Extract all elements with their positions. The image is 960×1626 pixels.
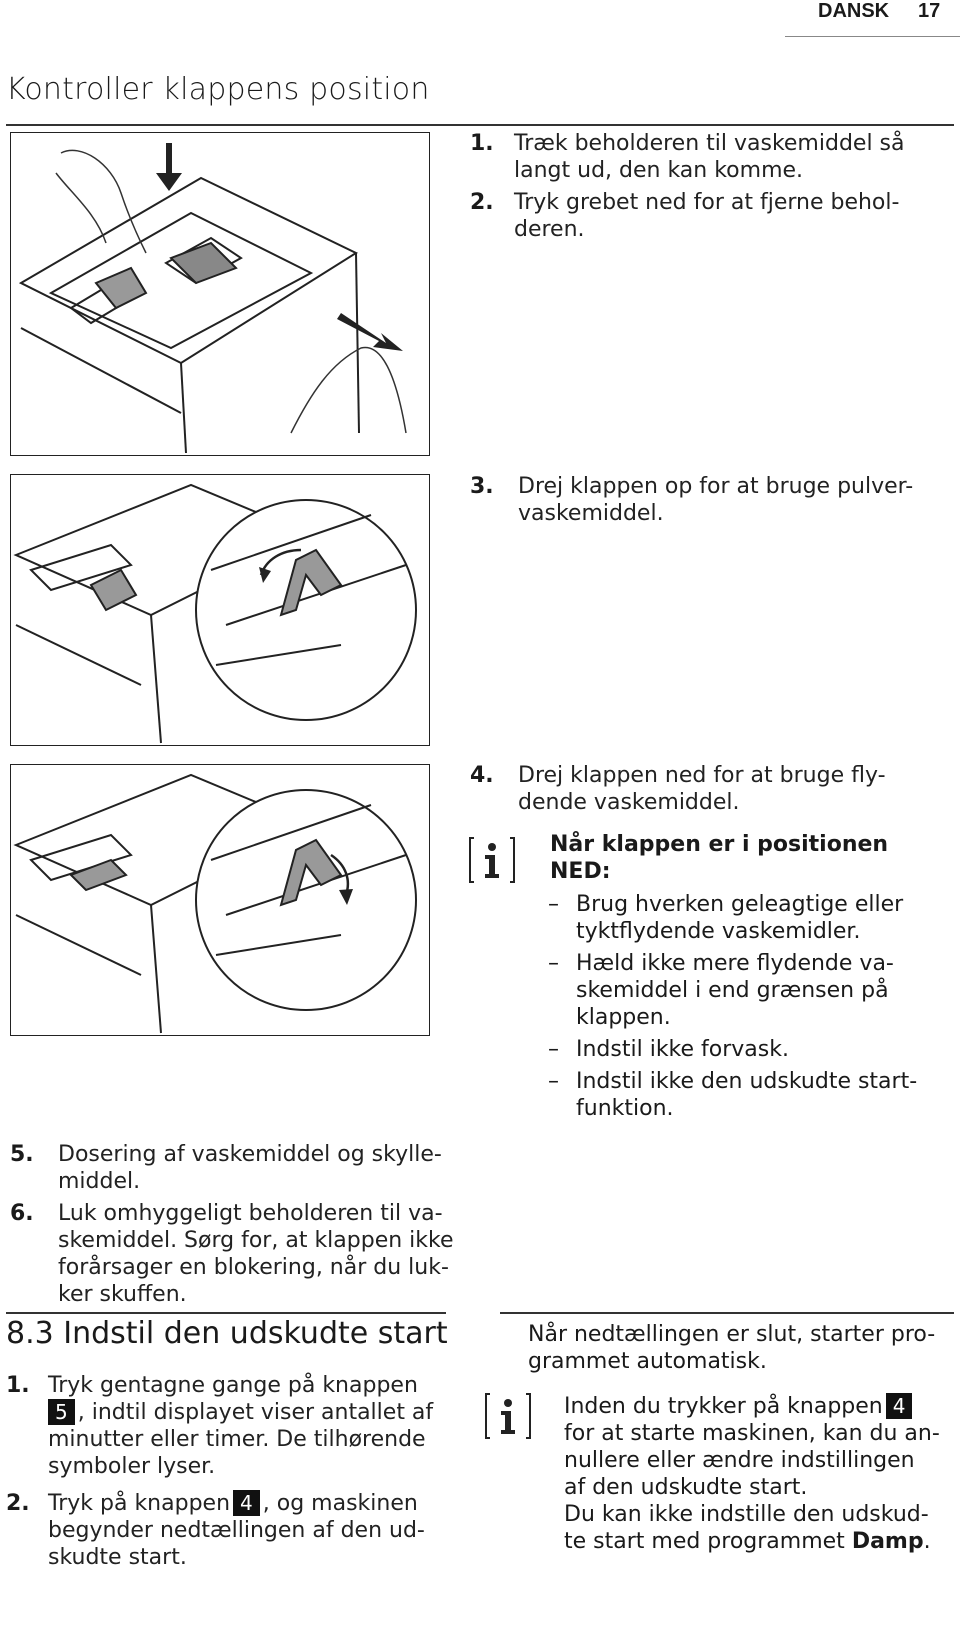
bullet-line: skemiddel i end grænsen på — [576, 978, 889, 1003]
step-text: Luk omhyggeligt beholderen til va- skemi… — [58, 1200, 454, 1308]
note-title: Når klappen er i positionen NED: — [550, 831, 888, 885]
text-line: Når nedtællingen er slut, starter pro- — [528, 1322, 936, 1347]
info-icon — [484, 1392, 532, 1440]
step-line: begynder nedtællingen af den ud- — [48, 1518, 425, 1543]
bullet-line: Brug hverken geleagtige eller — [576, 892, 904, 917]
page-title: Kontroller klappens position — [6, 72, 430, 107]
step-line: middel. — [58, 1169, 141, 1194]
section-heading: 8.3 Indstil den udskudte start — [6, 1316, 448, 1351]
key-5-badge: 5 — [48, 1399, 75, 1425]
page-number: 17 — [918, 0, 941, 22]
bullet-line: funktion. — [576, 1096, 674, 1121]
step-line: Dosering af vaskemiddel og skylle- — [58, 1142, 442, 1167]
step-text: Drej klappen op for at bruge pulver- vas… — [518, 473, 913, 527]
bullet-text: Hæld ikke mere flydende va- skemiddel i … — [576, 950, 894, 1031]
step-number: 1. — [6, 1373, 30, 1398]
bullet-dash: – — [548, 892, 559, 917]
bullet-text: Indstil ikke forvask. — [576, 1036, 789, 1063]
step-text: Træk beholderen til vaskemiddel så langt… — [514, 130, 905, 184]
step-line: Drej klappen op for at bruge pulver- — [518, 474, 914, 499]
section-rule-right — [500, 1312, 954, 1314]
bullet-line: Indstil ikke forvask. — [576, 1037, 789, 1062]
drawer-pull-illustration — [18, 143, 407, 454]
bullet-line: klappen. — [576, 1005, 671, 1030]
text-line: grammet automatisk. — [528, 1349, 767, 1374]
step-line: Træk beholderen til vaskemiddel så — [514, 131, 905, 156]
step-number: 3. — [470, 474, 494, 499]
step-text: Drej klappen ned for at bruge fly- dende… — [518, 762, 886, 816]
step-number: 5. — [10, 1142, 34, 1167]
step-number: 1. — [470, 131, 494, 156]
step-line: deren. — [514, 217, 585, 242]
key-4-badge: 4 — [233, 1490, 260, 1516]
step-line: skudte start. — [48, 1545, 187, 1570]
note-line: Inden du trykker på knappen — [564, 1394, 883, 1419]
note-line: . — [923, 1529, 931, 1554]
step-number: 4. — [470, 763, 494, 788]
bullet-dash: – — [548, 1069, 559, 1094]
step-line: dende vaskemiddel. — [518, 790, 740, 815]
step-line: minutter eller timer. De tilhørende — [48, 1427, 426, 1452]
step-text: Tryk gentagne gange på knappen 5, indtil… — [48, 1372, 433, 1480]
step-number: 2. — [6, 1491, 30, 1516]
figure-flap-down — [10, 764, 430, 1036]
step-text: Tryk grebet ned for at fjerne behol- der… — [514, 189, 899, 243]
step-line: Tryk gentagne gange på knappen — [48, 1373, 418, 1398]
note-line: Du kan ikke indstille den udskud- — [564, 1502, 929, 1527]
note-title-line: Når klappen er i positionen — [550, 832, 889, 857]
note-line: nullere eller ændre indstillingen — [564, 1448, 915, 1473]
figure-pull-drawer — [10, 132, 430, 456]
key-4-badge: 4 — [885, 1393, 913, 1419]
header-rule — [785, 36, 960, 37]
bullet-line: Hæld ikke mere flydende va- — [576, 951, 894, 976]
step-line: Luk omhyggeligt beholderen til va- — [58, 1201, 443, 1226]
step-text: Dosering af vaskemiddel og skylle- midde… — [58, 1141, 442, 1195]
bullet-text: Indstil ikke den udskudte start- funktio… — [576, 1068, 917, 1122]
note-line: for at starte maskinen, kan du an- — [564, 1421, 940, 1446]
step-line: , indtil displayet viser antallet af — [77, 1400, 434, 1425]
flap-down-illustration — [13, 773, 417, 1034]
step-line: forårsager en blokering, når du luk- — [58, 1255, 449, 1280]
bullet-text: Brug hverken geleagtige eller tyktflyden… — [576, 891, 903, 945]
step-line: Drej klappen ned for at bruge fly- — [518, 763, 886, 788]
step-line: langt ud, den kan komme. — [514, 158, 804, 183]
step-line: vaskemiddel. — [518, 501, 664, 526]
flap-up-illustration — [13, 483, 417, 744]
countdown-text: Når nedtællingen er slut, starter pro- g… — [528, 1321, 935, 1375]
bullet-line: tyktflydende vaskemidler. — [576, 919, 861, 944]
bullet-dash: – — [548, 951, 559, 976]
program-name: Damp — [851, 1529, 924, 1554]
note-title-line: NED: — [550, 859, 611, 884]
step-line: symboler lyser. — [48, 1454, 216, 1479]
step-line: Tryk på knappen — [48, 1491, 231, 1516]
step-number: 6. — [10, 1201, 34, 1226]
step-number: 2. — [470, 190, 494, 215]
title-rule — [6, 124, 954, 126]
step-line: ker skuffen. — [58, 1282, 187, 1307]
info-icon — [468, 836, 516, 884]
note-line: af den udskudte start. — [564, 1475, 808, 1500]
step-line: , og maskinen — [262, 1491, 418, 1516]
note-line: te start med programmet — [564, 1529, 845, 1554]
step-line: Tryk grebet ned for at fjerne behol- — [514, 190, 900, 215]
section-rule-left — [6, 1312, 446, 1314]
figure-flap-up — [10, 474, 430, 746]
bullet-dash: – — [548, 1037, 559, 1062]
header-language: DANSK — [818, 0, 890, 22]
step-line: skemiddel. Sørg for, at klappen ikke — [58, 1228, 454, 1253]
bullet-line: Indstil ikke den udskudte start- — [576, 1069, 918, 1094]
